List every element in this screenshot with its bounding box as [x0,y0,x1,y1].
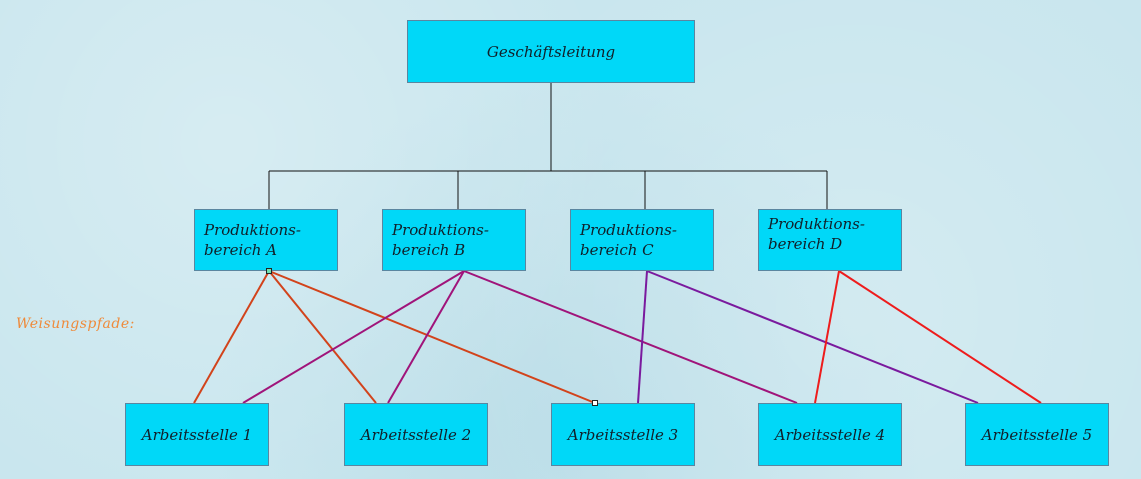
node-label: Arbeitsstelle 4 [774,425,886,444]
path-a-to-3 [268,270,596,404]
line-endpoint-handle[interactable] [266,268,272,274]
path-a-to-2 [268,270,377,404]
node-produktionsbereich-c[interactable]: Produktions- bereich C [570,209,714,271]
path-b-to-4 [463,270,798,404]
node-geschaeftsleitung[interactable]: Geschäftsleitung [407,20,695,83]
node-label: Produktions- bereich B [392,221,489,259]
node-arbeitsstelle-1[interactable]: Arbeitsstelle 1 [125,403,269,466]
path-d-to-5 [838,270,1042,404]
path-a-to-1 [193,270,270,404]
node-produktionsbereich-b[interactable]: Produktions- bereich B [382,209,526,271]
node-label: Arbeitsstelle 2 [360,425,472,444]
node-label: Produktions- bereich A [204,221,301,259]
hierarchy-lines [268,83,828,209]
node-arbeitsstelle-4[interactable]: Arbeitsstelle 4 [758,403,902,466]
instruction-paths [193,270,1042,404]
node-produktionsbereich-a[interactable]: Produktions- bereich A [194,209,338,271]
path-c-to-3 [637,270,648,404]
path-b-to-1 [242,270,465,404]
node-label: Arbeitsstelle 1 [141,425,253,444]
path-c-to-5 [646,270,979,404]
node-label: Geschäftsleitung [486,42,616,61]
node-arbeitsstelle-3[interactable]: Arbeitsstelle 3 [551,403,695,466]
weisungspfade-label: Weisungspfade: [16,316,135,332]
path-b-to-2 [387,270,465,404]
node-label: Arbeitsstelle 5 [981,425,1093,444]
node-arbeitsstelle-2[interactable]: Arbeitsstelle 2 [344,403,488,466]
node-label: Produktions- bereich C [580,221,677,259]
node-produktionsbereich-d[interactable]: Produktions- bereich D [758,209,902,271]
node-label: Arbeitsstelle 3 [567,425,679,444]
node-label: Produktions- bereich D [768,215,865,253]
node-arbeitsstelle-5[interactable]: Arbeitsstelle 5 [965,403,1109,466]
line-endpoint-handle[interactable] [592,400,598,406]
path-d-to-4 [814,270,840,404]
